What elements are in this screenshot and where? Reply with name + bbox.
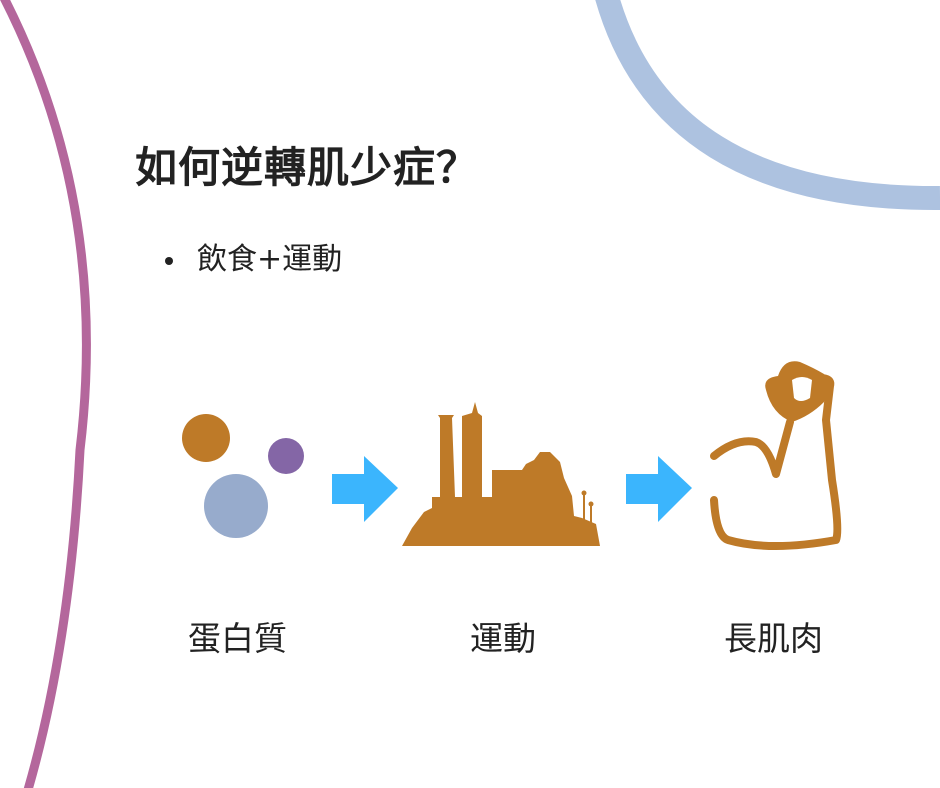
factory-silhouette-icon bbox=[402, 402, 600, 546]
top-right-arc bbox=[595, 0, 940, 211]
flexed-arm-icon bbox=[710, 361, 842, 550]
nutrient-circles-icon bbox=[182, 414, 304, 538]
step-label-muscle: 長肌肉 bbox=[724, 619, 823, 658]
bullet-item: 飲食+運動 bbox=[165, 234, 342, 278]
step-label-exercise: 運動 bbox=[470, 619, 536, 658]
bullet-dot-icon bbox=[165, 256, 173, 265]
arrow-right-icon bbox=[626, 456, 692, 522]
slide-title: 如何逆轉肌少症？ bbox=[135, 143, 480, 192]
arrow-right-icon bbox=[332, 456, 398, 522]
bullet-text: 飲食+運動 bbox=[197, 242, 343, 277]
step-label-protein: 蛋白質 bbox=[188, 619, 287, 658]
left-arc bbox=[0, 0, 91, 788]
